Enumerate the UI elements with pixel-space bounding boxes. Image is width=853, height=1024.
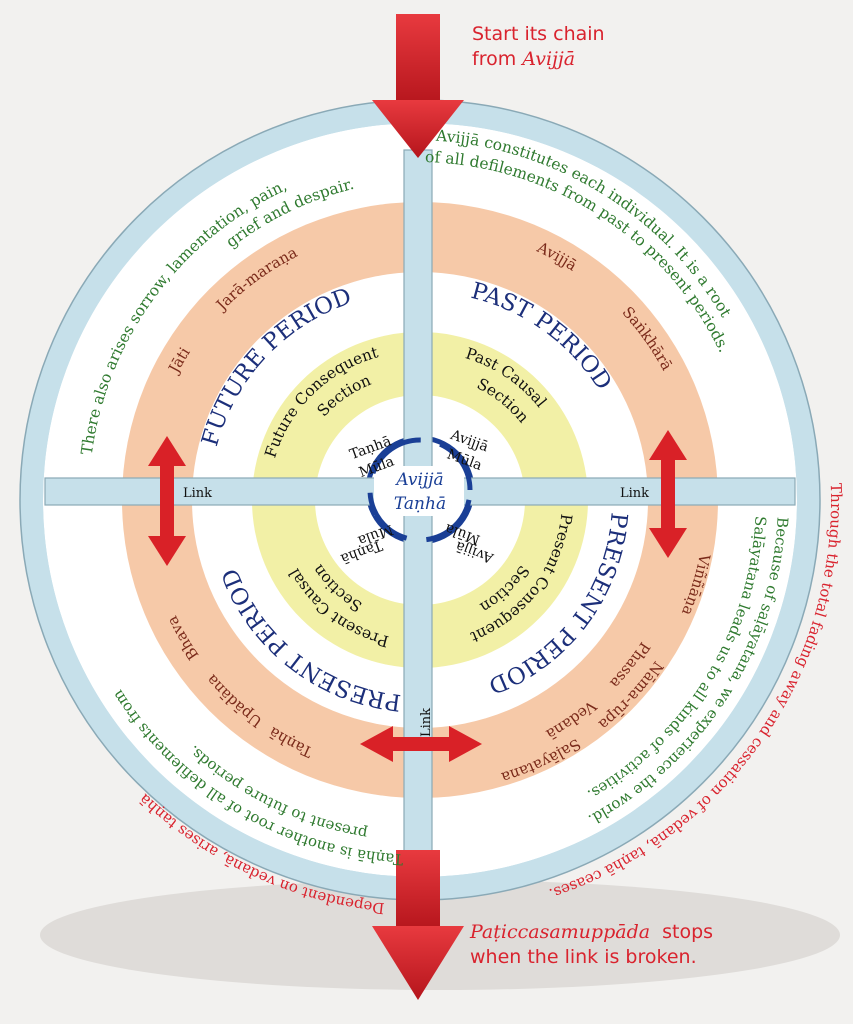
- link-arrow-bottom: [360, 726, 482, 762]
- top-note-prefix: from: [472, 48, 523, 70]
- bottom-note-italic: Paṭiccasamuppāda: [470, 921, 651, 943]
- bottom-note-line2: when the link is broken.: [470, 946, 697, 968]
- bottom-note-rest: stops: [650, 921, 714, 943]
- link-label-left: Link: [183, 486, 212, 501]
- center-label-tanha: Taṇhā: [394, 494, 446, 514]
- bottom-note-line1: Paṭiccasamuppāda stops: [470, 920, 713, 945]
- top-note-italic: Avijjā: [522, 48, 576, 70]
- link-arrow-left: [148, 436, 186, 566]
- center-hub: [374, 466, 464, 516]
- top-note-line1: Start its chain: [472, 23, 605, 45]
- arrow-down-top: [372, 14, 464, 158]
- link-label-right: Link: [620, 486, 649, 501]
- center-hub-ring: [367, 437, 473, 543]
- center-label-avijja: Avijjā: [394, 470, 443, 490]
- link-label-bottom: Link: [419, 708, 434, 737]
- top-note: Start its chain from Avijjā: [472, 22, 605, 72]
- arrow-down-bottom: [372, 850, 464, 1000]
- link-arrow-right: [649, 430, 687, 558]
- bottom-note: Paṭiccasamuppāda stops when the link is …: [470, 920, 713, 970]
- top-note-line2: from Avijjā: [472, 47, 605, 72]
